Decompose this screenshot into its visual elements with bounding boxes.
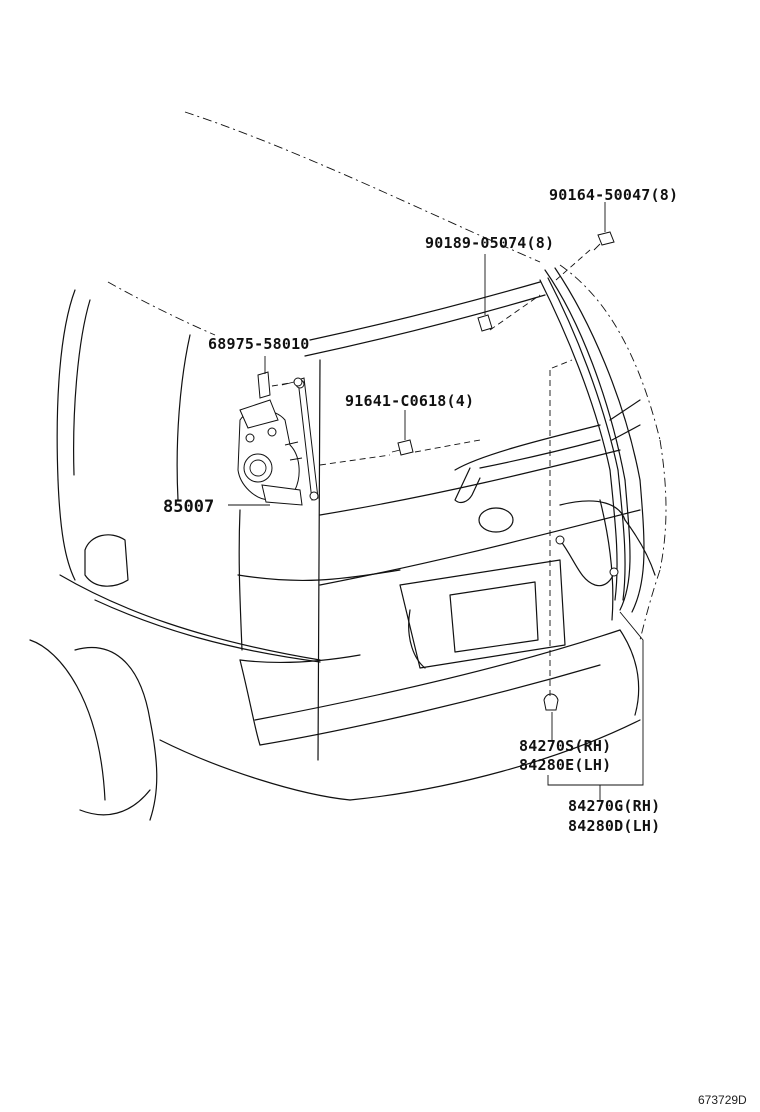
weatherstrip-side xyxy=(539,277,626,601)
vehicle-body xyxy=(29,111,667,821)
motor-assembly xyxy=(237,399,303,506)
label-84270g-rh: 84270G(RH) xyxy=(568,797,660,815)
bolt-91641 xyxy=(391,439,414,456)
hatch-damper-stay xyxy=(295,377,319,501)
label-84270s-rh: 84270S(RH) xyxy=(519,737,611,755)
label-90189-05074: 90189-05074(8) xyxy=(425,234,554,252)
grommet xyxy=(543,693,559,711)
bolt-90164 xyxy=(593,231,615,251)
label-68975-58010: 68975-58010 xyxy=(208,335,310,353)
diagram-reference-number: 673729D xyxy=(698,1093,747,1107)
label-84280d-lh: 84280D(LH) xyxy=(568,817,660,835)
bolt-68975 xyxy=(281,377,303,387)
wire-harness xyxy=(555,535,619,587)
label-85007: 85007 xyxy=(163,497,214,517)
clip-90189 xyxy=(477,314,493,332)
label-90164-50047: 90164-50047(8) xyxy=(549,186,678,204)
leader-lines xyxy=(228,202,644,800)
small-bracket xyxy=(257,371,271,399)
label-84280e-lh: 84280E(LH) xyxy=(519,756,611,774)
label-91641-c0618: 91641-C0618(4) xyxy=(345,392,474,410)
